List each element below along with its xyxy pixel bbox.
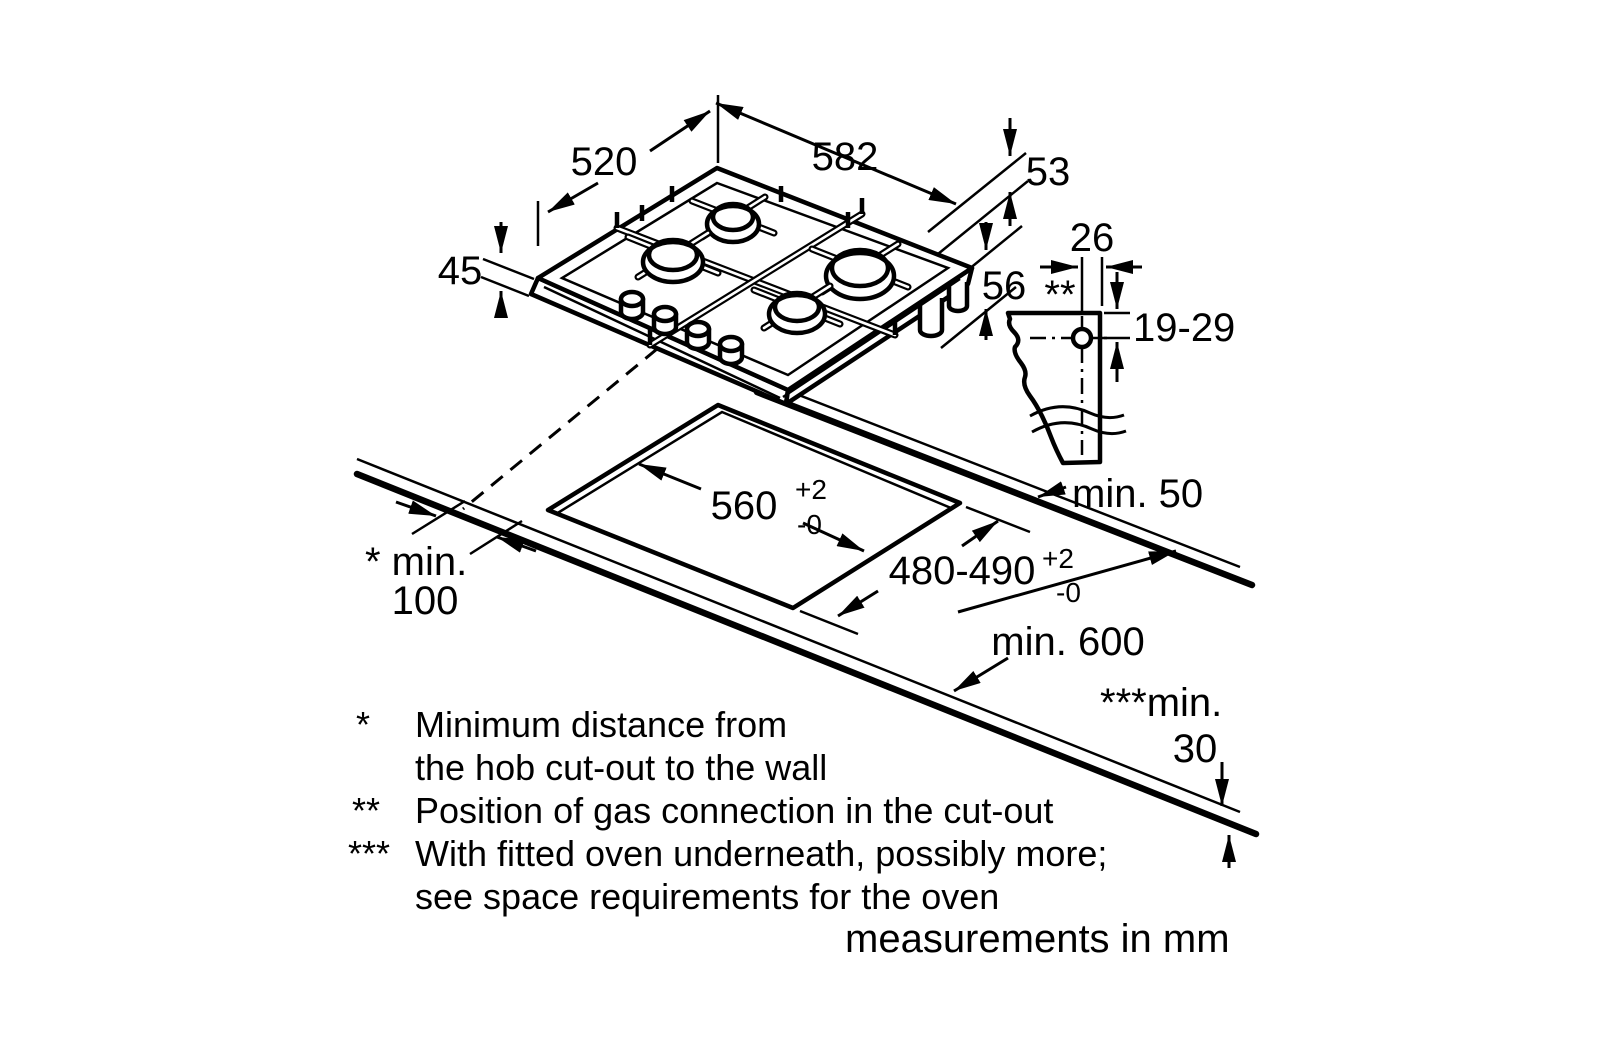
dim-arrow [649, 109, 711, 153]
dim-label-560-tol-plus: +2 [795, 474, 827, 505]
measurements-note: measurements in mm [845, 917, 1230, 961]
worktop-front-edge-thin [356, 457, 1241, 814]
dim-arrow [802, 521, 865, 553]
worktop-drawing [353, 347, 1260, 838]
break-wave-line [1031, 421, 1127, 436]
dim-label-480-490-tol-plus: +2 [1042, 543, 1074, 574]
dim-label-min-50: min. 50 [1072, 472, 1203, 516]
tick-line [469, 519, 523, 556]
control-knobs [618, 289, 745, 367]
knob-top [618, 289, 646, 309]
dim-arrow [496, 535, 537, 553]
dim-480-490: 480-490 +2 -0 [799, 505, 1081, 636]
dim-label-45: 45 [438, 249, 483, 293]
dim-label-560-tol-minus: -0 [797, 509, 822, 540]
cabinet-bracket-outline [1005, 310, 1103, 466]
wall-edge-line-thin [767, 381, 1241, 569]
footnote-3-marker: *** [348, 833, 390, 874]
knob-top [717, 334, 745, 354]
burner-right [808, 240, 912, 302]
dim-min-100: * min. 100 [365, 499, 537, 623]
dim-53: 53 [937, 118, 1071, 255]
footnote-1-line2: the hob cut-out to the wall [415, 747, 827, 788]
tick-line [411, 499, 466, 536]
leader-arrow [1037, 481, 1067, 499]
dimensions: 520 582 45 53 56 [365, 95, 1236, 868]
reference-line [946, 225, 1023, 288]
extension-line [965, 505, 1031, 534]
footnote-1-marker: * [356, 704, 370, 745]
hob-leg-rear [946, 282, 970, 314]
extension-line [927, 152, 1027, 233]
dim-min-600: min. 600 [953, 549, 1177, 693]
dim-560: 560 +2 -0 [638, 462, 865, 553]
footnote-3-line2: see space requirements for the oven [415, 876, 999, 917]
gas-connection-detail [1005, 310, 1127, 466]
knob-top [684, 319, 712, 339]
cutout-inner-edge [555, 410, 952, 516]
dim-label-26: 26 [1070, 216, 1115, 260]
hob-rim-lip-left [543, 285, 781, 400]
dim-label-min-30-line1: ***min. [1100, 681, 1222, 725]
burner-cap [710, 201, 756, 233]
dim-label-56: 56 [982, 264, 1027, 308]
burner-front [750, 282, 844, 336]
reference-line [940, 286, 1017, 349]
footnote-2-line1: Position of gas connection in the cut-ou… [415, 790, 1053, 831]
worktop-cutout [545, 402, 963, 611]
dim-arrow [837, 589, 879, 618]
dim-arrow [961, 519, 999, 548]
hob-drawing [528, 165, 975, 407]
dim-label-min-600: min. 600 [991, 620, 1144, 664]
dim-label-560: 560 [711, 484, 778, 528]
break-wave-line [1029, 405, 1125, 420]
burner-base [823, 250, 897, 302]
dim-label-582: 582 [812, 135, 879, 179]
burner-cap [772, 290, 822, 324]
footnotes: * Minimum distance from the hob cut-out … [348, 704, 1230, 961]
dim-45: 45 [438, 222, 535, 318]
gas-connection-point [1070, 326, 1094, 350]
dim-label-19-29: 19-29 [1133, 306, 1235, 350]
dim-label-min-30-line2: 30 [1173, 727, 1218, 771]
reference-line [480, 275, 530, 298]
dim-arrow [715, 101, 957, 206]
dim-label-53: 53 [1026, 150, 1071, 194]
dim-min-30: ***min. 30 [1100, 681, 1236, 868]
dim-582: 582 [715, 101, 1027, 233]
hob-leg-front [917, 298, 945, 339]
burner-cap [829, 247, 891, 289]
reference-line [937, 180, 1029, 255]
dim-arrow [957, 549, 1177, 614]
dim-520: 520 [536, 95, 720, 246]
footnote-2-marker: ** [352, 790, 380, 831]
dim-arrow [547, 181, 599, 214]
extension-line [799, 609, 859, 636]
dim-arrow [638, 462, 702, 491]
hob-top-rim [559, 181, 951, 377]
dim-min-50: min. 50 [1037, 472, 1203, 516]
burner-left [624, 229, 722, 285]
dim-label-520: 520 [571, 140, 638, 184]
gas-position-marker: ** [1044, 273, 1075, 317]
worktop-front-edge-thick [353, 470, 1260, 838]
dim-label-min-100-line1: * min. [365, 540, 467, 584]
knob-top [651, 304, 679, 324]
dim-label-min-100-line2: 100 [392, 579, 459, 623]
dim-arrow [953, 656, 1009, 693]
hob-rim-lip-right [782, 277, 961, 399]
dim-19-29: 19-29 [1104, 272, 1235, 382]
footnote-3-line1: With fitted oven underneath, possibly mo… [415, 833, 1107, 874]
projection-dashed-line [462, 347, 658, 511]
reference-line [482, 257, 535, 281]
dim-label-480-490: 480-490 [889, 549, 1036, 593]
dim-arrow [395, 500, 437, 518]
dim-26: 26 ** [1040, 216, 1142, 317]
dim-56: 56 [940, 222, 1027, 349]
footnote-1-line1: Minimum distance from [415, 704, 787, 745]
burner-cap [646, 237, 700, 273]
